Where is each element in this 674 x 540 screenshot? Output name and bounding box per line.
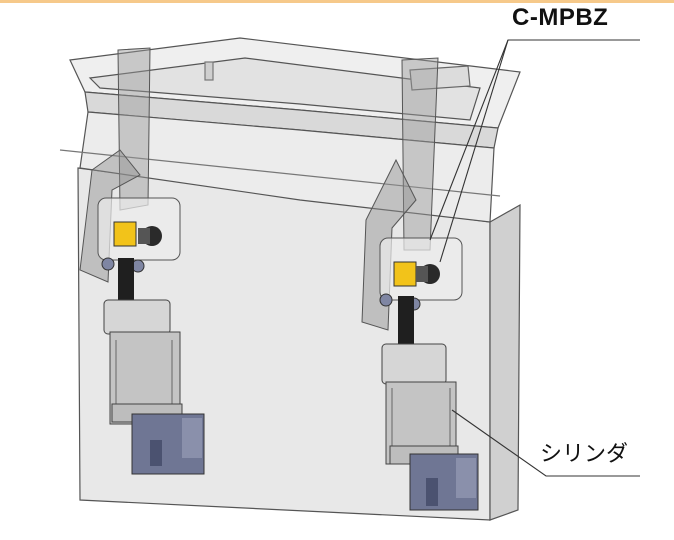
- leader-lines: [429, 39, 640, 477]
- right-cylinder-head: [381, 343, 447, 385]
- housing-side-face: [489, 203, 521, 521]
- lid-front-wall: [79, 111, 495, 223]
- right-connector-cap: [416, 266, 428, 282]
- lid-handle-slot: [409, 65, 471, 91]
- left-pivot-bolt: [101, 257, 115, 271]
- left-connector-cap: [138, 228, 150, 244]
- right-switch-body: [393, 261, 417, 287]
- left-linkage-arm: [117, 47, 151, 211]
- lid: [59, 37, 521, 223]
- left-cylinder-head: [103, 299, 171, 335]
- left-rod-joint: [118, 258, 134, 304]
- right-rod-joint: [398, 296, 414, 344]
- left-clamp-assembly: [79, 47, 205, 475]
- lid-inner-panel: [88, 57, 481, 121]
- cmpbz-leader-2: [439, 39, 509, 263]
- lid-edge-line: [59, 149, 501, 197]
- lid-slot: [204, 61, 214, 81]
- left-switch-body: [113, 221, 137, 247]
- cylinder-label: シリンダ: [540, 441, 629, 466]
- right-pivot-bolt: [379, 293, 393, 307]
- right-clamp-assembly: [361, 57, 479, 511]
- top-accent-band: [0, 0, 674, 3]
- switch-model-label: C-MPBZ: [512, 4, 609, 31]
- cylinder-leader: [451, 409, 640, 477]
